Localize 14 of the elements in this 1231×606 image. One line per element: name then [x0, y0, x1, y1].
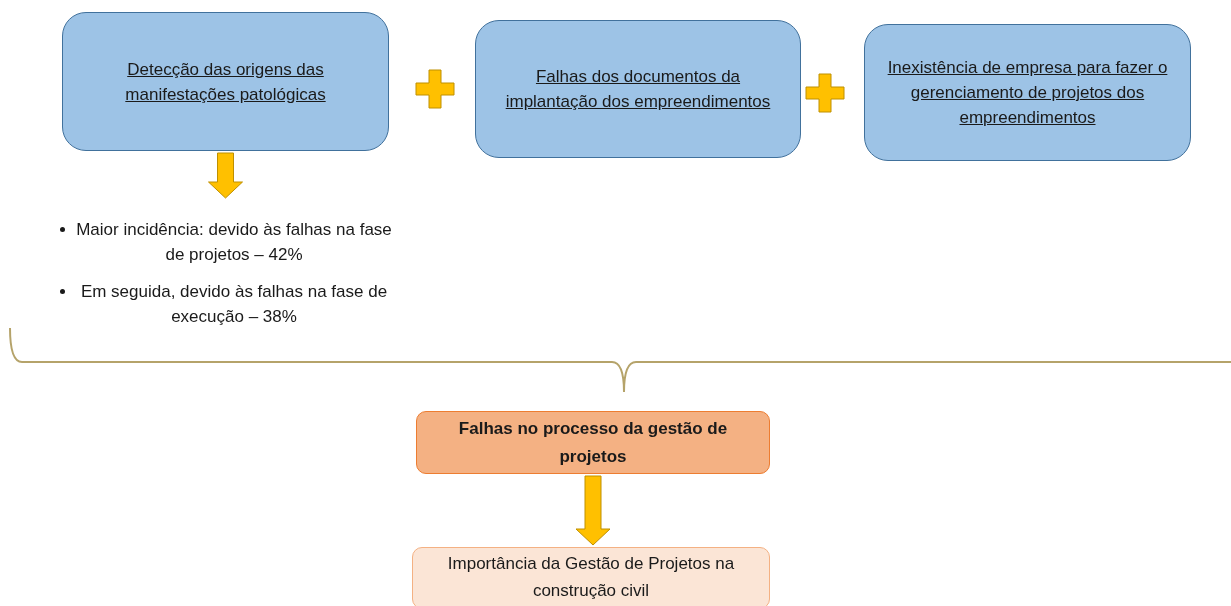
- box-text: Inexistência de empresa para fazer o gerenciamento de projetos dos empreendimentos: [886, 57, 1169, 129]
- block-arrow: [575, 475, 611, 546]
- box-text: Falhas dos documentos da implantação dos empreendimentos: [504, 66, 772, 113]
- box-text: Falhas no processo da gestão de projetos: [457, 417, 729, 468]
- process-box: [475, 20, 801, 158]
- box-text: Importância da Gestão de Projetos na construção civil: [446, 553, 736, 602]
- bullet-text: Maior incidência: devido às falhas na fase de projetos – 42%: [75, 219, 393, 266]
- process-box: [62, 12, 389, 151]
- box-text: Detecção das origens das manifestações patológicas: [124, 58, 327, 106]
- bullet-text: Em seguida, devido às falhas na fase de execução – 38%: [79, 281, 389, 328]
- highlight-box: [416, 411, 770, 474]
- result-box: [412, 547, 770, 606]
- block-arrow: [208, 152, 243, 199]
- process-box: [864, 24, 1191, 161]
